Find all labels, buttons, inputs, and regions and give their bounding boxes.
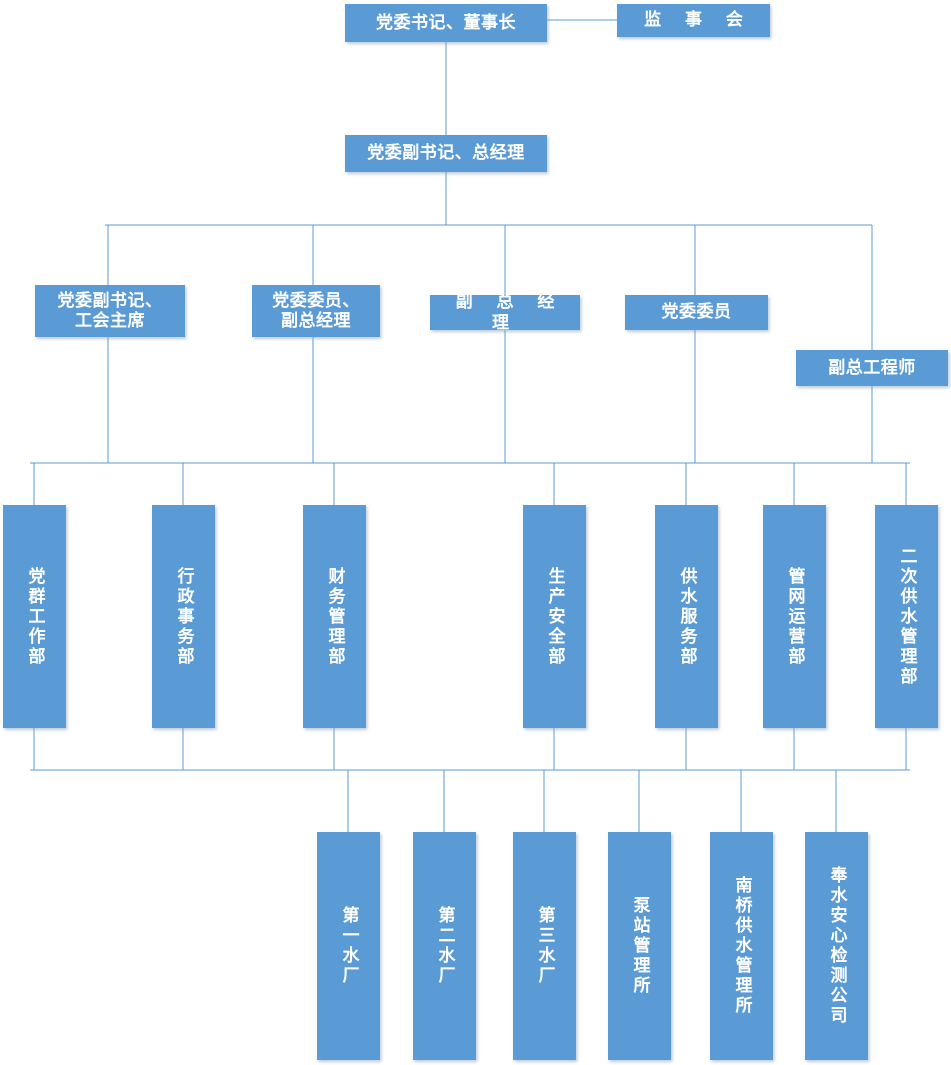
node-party-committee-member-label: 党委委员	[661, 302, 732, 323]
node-unit-fengshui-anxin-testing-company-label: 奉水安心检测公司	[826, 866, 847, 1026]
node-deputy-chief-engineer[interactable]: 副总工程师	[796, 350, 948, 386]
node-general-manager[interactable]: 党委副书记、总经理	[345, 135, 547, 172]
node-department-production-safety-label: 生产安全部	[544, 566, 565, 667]
node-department-water-supply-service-label: 供水服务部	[676, 566, 697, 667]
node-unit-second-waterworks[interactable]: 第二水厂	[413, 832, 476, 1060]
node-department-secondary-water-supply-label: 二次供水管理部	[896, 546, 917, 687]
node-department-finance-label: 财务管理部	[324, 566, 345, 667]
node-unit-pump-station-office[interactable]: 泵站管理所	[608, 832, 671, 1060]
node-unit-first-waterworks-label: 第一水厂	[338, 906, 359, 986]
node-unit-first-waterworks[interactable]: 第一水厂	[317, 832, 380, 1060]
node-deputy-secretary-union-chair[interactable]: 党委副书记、 工会主席	[35, 285, 185, 337]
node-chairman-label: 党委书记、董事长	[376, 12, 516, 33]
node-party-member-deputy-gm[interactable]: 党委委员、 副总经理	[252, 285, 380, 337]
node-deputy-general-manager[interactable]: 副 总 经 理	[430, 292, 580, 333]
node-general-manager-label: 党委副书记、总经理	[367, 143, 525, 164]
node-unit-nanqiao-water-supply-office-label: 南桥供水管理所	[731, 876, 752, 1016]
node-deputy-secretary-union-chair-label: 党委副书记、 工会主席	[57, 290, 163, 331]
node-department-administration[interactable]: 行政事务部	[152, 505, 215, 728]
node-party-member-deputy-gm-label: 党委委员、 副总经理	[272, 290, 360, 331]
node-unit-fengshui-anxin-testing-company[interactable]: 奉水安心检测公司	[805, 832, 868, 1060]
node-department-secondary-water-supply[interactable]: 二次供水管理部	[875, 505, 938, 728]
node-department-pipeline-operation-label: 管网运营部	[784, 566, 805, 667]
node-unit-second-waterworks-label: 第二水厂	[434, 906, 455, 986]
node-chairman[interactable]: 党委书记、董事长	[345, 4, 547, 42]
node-supervisory-board[interactable]: 监 事 会	[617, 4, 770, 37]
node-department-administration-label: 行政事务部	[173, 566, 194, 667]
node-department-party-mass-work[interactable]: 党群工作部	[3, 505, 66, 728]
node-party-committee-member[interactable]: 党委委员	[625, 295, 768, 330]
node-supervisory-board-label: 监 事 会	[644, 10, 752, 31]
node-unit-pump-station-office-label: 泵站管理所	[629, 896, 650, 996]
node-deputy-chief-engineer-label: 副总工程师	[828, 357, 916, 378]
node-department-water-supply-service[interactable]: 供水服务部	[655, 505, 718, 728]
node-deputy-general-manager-label: 副 总 经 理	[455, 292, 564, 333]
node-department-finance[interactable]: 财务管理部	[303, 505, 366, 728]
node-unit-third-waterworks-label: 第三水厂	[534, 906, 555, 986]
node-department-pipeline-operation[interactable]: 管网运营部	[763, 505, 826, 728]
node-unit-third-waterworks[interactable]: 第三水厂	[513, 832, 576, 1060]
node-unit-nanqiao-water-supply-office[interactable]: 南桥供水管理所	[710, 832, 773, 1060]
node-department-party-mass-work-label: 党群工作部	[24, 566, 45, 667]
node-department-production-safety[interactable]: 生产安全部	[523, 505, 586, 728]
